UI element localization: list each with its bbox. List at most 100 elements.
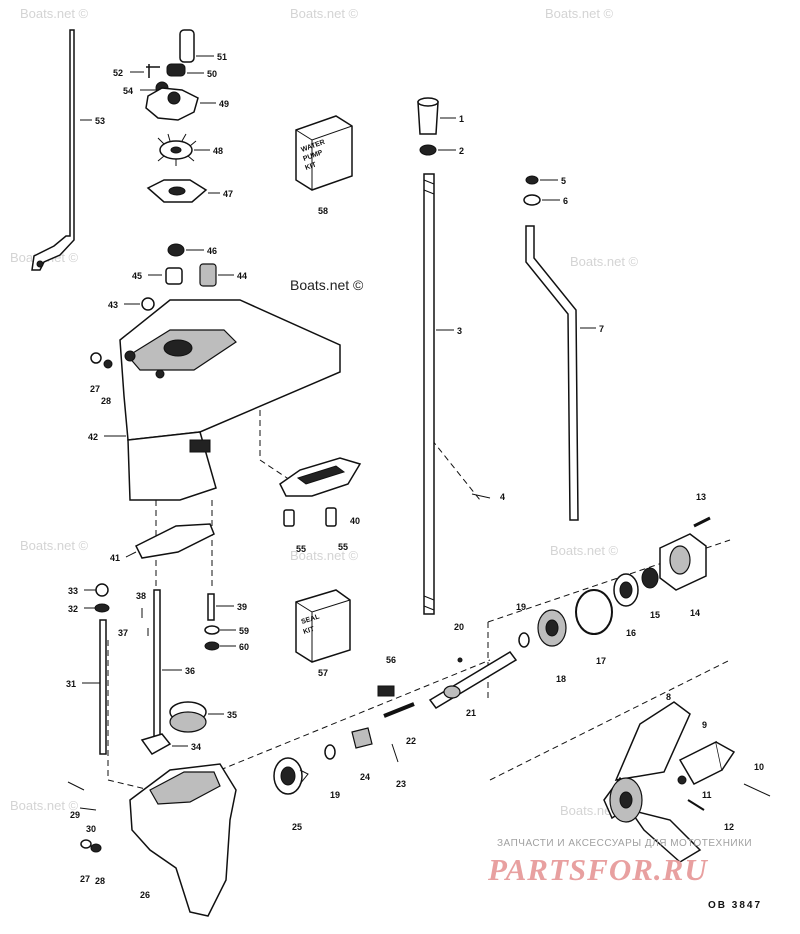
seal-2 <box>419 144 437 156</box>
bearing-carrier-14 <box>659 533 707 591</box>
callout-22: 22 <box>406 736 416 746</box>
washer-6 <box>523 194 541 206</box>
propeller-nut-9 <box>678 740 736 785</box>
callout-27-upper: 27 <box>90 384 100 394</box>
callout-41: 41 <box>110 553 120 563</box>
callout-25: 25 <box>292 822 302 832</box>
stud-36 <box>153 589 161 745</box>
drive-shaft-3 <box>423 173 435 615</box>
callout-14: 14 <box>690 608 700 618</box>
callout-16: 16 <box>626 628 636 638</box>
pin-20 <box>457 657 463 663</box>
nut-27-upper <box>90 352 102 364</box>
gasket-46 <box>167 243 185 257</box>
callout-45: 45 <box>132 271 142 281</box>
guide-line <box>259 410 291 481</box>
impeller-48 <box>157 133 197 166</box>
callout-24: 24 <box>360 772 370 782</box>
callout-35: 35 <box>227 710 237 720</box>
propeller-shaft-21 <box>428 651 518 709</box>
callout-13: 13 <box>696 492 706 502</box>
callout-6: 6 <box>563 196 568 206</box>
callout-4: 4 <box>500 492 505 502</box>
callout-23: 23 <box>396 779 406 789</box>
callout-43: 43 <box>108 300 118 310</box>
shaft-spline <box>443 685 461 699</box>
screw-52 <box>146 64 160 78</box>
housing-bore <box>167 91 181 105</box>
watermark: Boats.net © <box>20 6 89 21</box>
seal-15 <box>641 567 659 589</box>
bearing-16 <box>613 573 639 607</box>
callout-10: 10 <box>754 762 764 772</box>
callout-19-left: 19 <box>330 790 340 800</box>
pump-base-35 <box>169 701 207 733</box>
callout-15: 15 <box>650 610 660 620</box>
callout-40: 40 <box>350 516 360 526</box>
callout-47: 47 <box>223 189 233 199</box>
watermark: Boats.net © <box>550 543 619 558</box>
pin-23 <box>391 743 399 763</box>
svg-text:KIT: KIT <box>304 161 318 172</box>
callout-7: 7 <box>599 324 604 334</box>
stud-39 <box>207 593 215 621</box>
callout-36-stud: 36 <box>185 666 195 676</box>
callout-54: 54 <box>123 86 133 96</box>
clutch-24 <box>351 727 373 749</box>
shift-cam-34 <box>140 733 172 755</box>
watermark: Boats.net © <box>10 798 79 813</box>
callout-26: 26 <box>140 890 150 900</box>
tube-51 <box>179 29 195 63</box>
drawing-code: OB 3847 <box>708 900 763 911</box>
callout-38: 38 <box>136 591 146 601</box>
washer-19-left <box>324 744 336 760</box>
plate-47 <box>146 179 208 203</box>
callout-3: 3 <box>457 326 462 336</box>
callout-55-left: 55 <box>296 544 306 554</box>
svg-text:KIT: KIT <box>302 626 316 636</box>
shift-rod-7 <box>525 225 579 521</box>
bushing-45 <box>165 267 183 285</box>
callout-44: 44 <box>237 271 247 281</box>
callout-21: 21 <box>466 708 476 718</box>
callout-27-lower: 27 <box>80 874 90 884</box>
seal-kit-box: SEAL KIT <box>295 589 351 663</box>
callout-29: 29 <box>70 810 80 820</box>
callout-60: 60 <box>239 642 249 652</box>
callout-52: 52 <box>113 68 123 78</box>
washer-11 <box>677 775 687 785</box>
callout-59: 59 <box>239 626 249 636</box>
callout-9: 9 <box>702 720 707 730</box>
nut-33 <box>95 583 109 597</box>
gasket-41 <box>134 523 215 559</box>
washer-28-upper <box>103 359 113 369</box>
gear-18 <box>537 609 567 647</box>
guide-line <box>107 640 151 791</box>
callout-50: 50 <box>207 69 217 79</box>
spring-56 <box>377 685 395 697</box>
callout-49: 49 <box>219 99 229 109</box>
callout-48: 48 <box>213 146 223 156</box>
pin-4 <box>471 493 491 499</box>
propeller-8 <box>603 701 702 863</box>
callout-5: 5 <box>561 176 566 186</box>
seal-60 <box>204 641 220 651</box>
shift-rod-53 <box>31 29 75 271</box>
guide-line <box>219 659 491 771</box>
callout-56: 56 <box>386 655 396 665</box>
footer-note: ЗАПЧАСТИ И АКСЕССУАРЫ ДЛЯ МОТОТЕХНИКИ <box>497 838 753 849</box>
bushing-1 <box>417 101 439 135</box>
screw-55-right <box>325 507 337 527</box>
guide-line <box>431 439 481 501</box>
callout-11: 11 <box>702 790 712 800</box>
callout-8: 8 <box>666 692 671 702</box>
callout-28-upper: 28 <box>101 396 111 406</box>
pin-30 <box>79 807 97 811</box>
watermark: Boats.net © <box>570 254 639 269</box>
partsfor-logo: PARTSFOR.RU <box>488 852 708 887</box>
scoop-40 <box>279 457 362 497</box>
seal-59 <box>204 625 220 635</box>
grommet-50 <box>166 63 186 77</box>
stud-31 <box>99 619 107 755</box>
oring-17 <box>575 589 613 635</box>
